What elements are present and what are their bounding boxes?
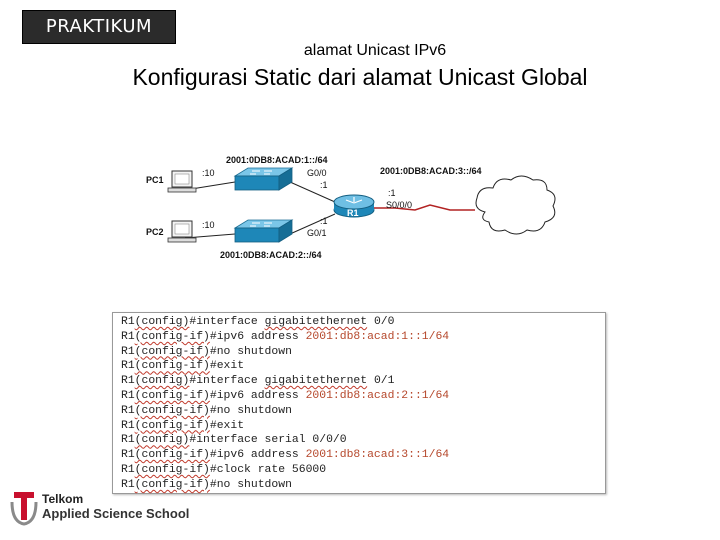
cli-line: R1(config-if)#clock rate 56000: [121, 463, 605, 478]
cli-router-prompt: R1: [121, 419, 135, 432]
cli-line: R1(config-if)#no shutdown: [121, 345, 605, 360]
cli-argument: 2001:db8:acad:2::1/64: [305, 389, 450, 402]
logo-brand-text: Telkom: [42, 492, 84, 506]
cli-line: R1(config)#interface gigabitethernet 0/1: [121, 374, 605, 389]
slide-subtitle: alamat Unicast IPv6: [303, 42, 447, 59]
cli-line: R1(config-if)#ipv6 address 2001:db8:acad…: [121, 448, 605, 463]
cli-argument: 0/0/0: [312, 434, 347, 447]
cli-mode: (config-if): [134, 404, 210, 417]
cli-command: #exit: [209, 419, 245, 432]
pc2-label: PC2: [146, 227, 164, 237]
cli-router-prompt: R1: [121, 389, 135, 402]
cli-argument: 0/1: [367, 375, 395, 388]
cli-line: R1(config-if)#exit: [121, 359, 605, 374]
cli-router-prompt: R1: [121, 316, 135, 328]
cli-line: R1(config-if)#no shutdown: [121, 404, 605, 419]
link-switch2-router: [289, 213, 336, 235]
cli-argument: 2001:db8:acad:3::1/64: [305, 449, 450, 462]
cli-line: R1(config-if)#no shutdown: [121, 478, 605, 493]
net2-label: 2001:0DB8:ACAD:2::/64: [220, 250, 322, 260]
section-badge: PRAKTIKUM: [22, 10, 176, 44]
cli-mode: (config): [134, 375, 190, 388]
cli-router-prompt: R1: [121, 375, 135, 388]
cli-mode: (config-if): [134, 330, 210, 343]
router-label: R1: [347, 208, 359, 218]
cli-line: R1(config-if)#ipv6 address 2001:db8:acad…: [121, 389, 605, 404]
s000-label: S0/0/0: [386, 200, 412, 210]
cli-mode: (config-if): [134, 478, 210, 491]
cli-mode: (config-if): [134, 389, 210, 402]
cli-router-prompt: R1: [121, 449, 135, 462]
cli-command: #interface serial: [189, 434, 313, 447]
cli-router-prompt: R1: [121, 434, 135, 447]
link-switch1-router: [289, 181, 336, 203]
g00-host-label: :1: [320, 180, 328, 190]
pc2-host-label: :10: [202, 220, 215, 230]
pc1-computer-icon: [167, 170, 197, 193]
cli-keyword: gigabitethernet: [264, 316, 368, 328]
network-topology-diagram: 2001:0DB8:ACAD:1::/64 2001:0DB8:ACAD:2::…: [146, 155, 556, 260]
link-pc2-switch2: [184, 233, 236, 239]
cli-command: #no shutdown: [209, 345, 292, 358]
cli-mode: (config-if): [134, 345, 210, 358]
cli-argument: 0/0: [367, 316, 395, 328]
g01-label: G0/1: [307, 228, 327, 238]
cli-mode: (config-if): [134, 360, 210, 373]
net3-label: 2001:0DB8:ACAD:3::/64: [380, 166, 482, 176]
cli-argument: 2001:db8:acad:1::1/64: [305, 330, 450, 343]
cli-command: #no shutdown: [209, 478, 292, 491]
serial-link: [372, 204, 475, 211]
telkom-logo: Telkom Applied Science School: [10, 490, 210, 530]
cli-command: #ipv6 address: [209, 449, 306, 462]
cli-router-prompt: R1: [121, 463, 135, 476]
cli-mode: (config-if): [134, 449, 210, 462]
cli-command: #interface: [189, 375, 265, 388]
pc1-label: PC1: [146, 175, 164, 185]
cli-keyword: gigabitethernet: [264, 375, 368, 388]
switch2-icon: [233, 219, 294, 243]
cli-command: #interface: [189, 316, 265, 328]
g00-label: G0/0: [307, 168, 327, 178]
telkom-emblem-icon: [10, 492, 38, 526]
cli-line: R1(config-if)#ipv6 address 2001:db8:acad…: [121, 330, 605, 345]
cli-command: #clock rate 56000: [209, 463, 327, 476]
pc2-computer-icon: [167, 220, 197, 243]
cli-mode: (config): [134, 316, 190, 328]
cli-router-prompt: R1: [121, 404, 135, 417]
cli-line: R1(config-if)#exit: [121, 419, 605, 434]
cli-router-prompt: R1: [121, 360, 135, 373]
wan-cloud-icon: [475, 175, 556, 235]
cli-command: #ipv6 address: [209, 330, 306, 343]
logo-subtitle-text: Applied Science School: [42, 506, 190, 521]
router-icon: [333, 194, 375, 218]
s000-host-label: :1: [388, 188, 396, 198]
g01-host-label: :1: [320, 216, 328, 226]
cli-command: #no shutdown: [209, 404, 292, 417]
cli-mode: (config-if): [134, 463, 210, 476]
cli-line: R1(config)#interface gigabitethernet 0/0: [121, 315, 605, 330]
pc1-host-label: :10: [202, 168, 215, 178]
switch1-icon: [233, 167, 294, 191]
cli-router-prompt: R1: [121, 330, 135, 343]
cli-command: #exit: [209, 360, 245, 373]
cli-config-box: R1(config)#interface gigabitethernet 0/0…: [112, 312, 606, 494]
cli-mode: (config-if): [134, 419, 210, 432]
cli-command: #ipv6 address: [209, 389, 306, 402]
net1-label: 2001:0DB8:ACAD:1::/64: [226, 155, 328, 165]
cli-router-prompt: R1: [121, 345, 135, 358]
cli-router-prompt: R1: [121, 478, 135, 491]
cli-line: R1(config)#interface serial 0/0/0: [121, 433, 605, 448]
cli-mode: (config): [134, 434, 190, 447]
slide-title: Konfigurasi Static dari alamat Unicast G…: [132, 64, 588, 90]
